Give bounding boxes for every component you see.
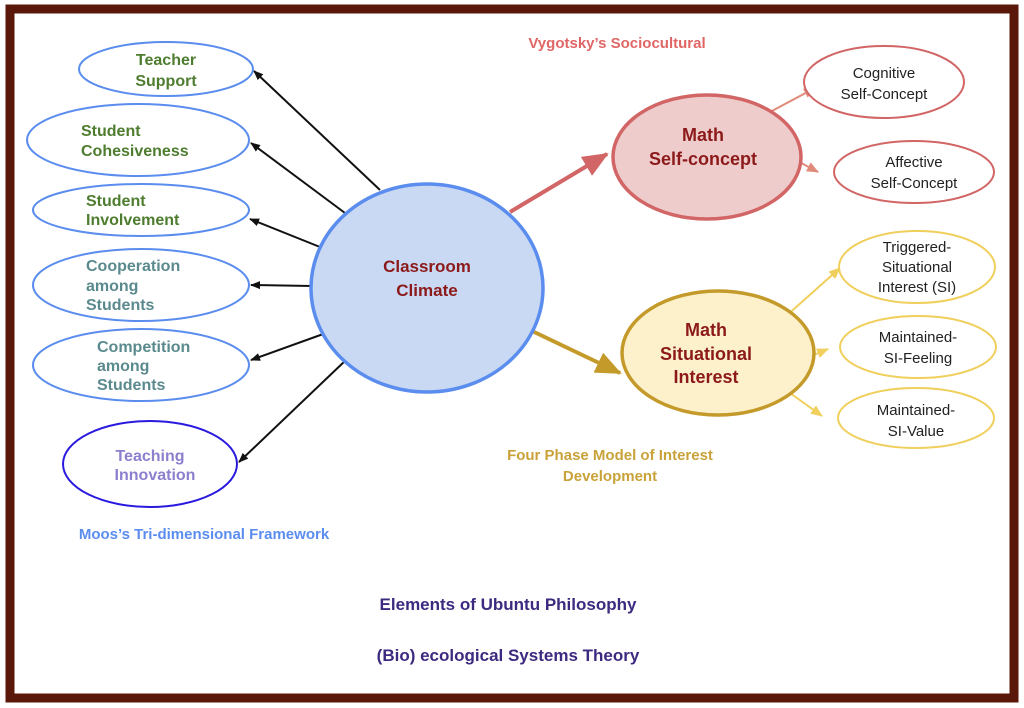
arrow-cooperation [250,281,313,290]
svg-text:Maintained-SI-Value: Maintained-SI-Value [877,402,955,440]
arrow-teaching-innovation [238,359,347,463]
svg-text:Maintained-SI-Feeling: Maintained-SI-Feeling [879,329,957,367]
label-vygotsky: Vygotsky’s Sociocultural [528,35,705,52]
arrow-to-situational-interest [529,328,622,375]
arrow-teacher-support [253,70,381,191]
node-maintained-si-value: Maintained-SI-Value [837,387,995,449]
label-bioecological: (Bio) ecological Systems Theory [377,646,640,665]
arrow-student-cohesiveness [250,142,346,214]
label-ubuntu: Elements of Ubuntu Philosophy [380,595,637,614]
arrow-student-involvement [249,218,321,248]
left-arrows [238,70,381,463]
label-moos: Moos’s Tri-dimensional Framework [79,526,330,543]
node-maintained-si-feeling: Maintained-SI-Feeling [839,315,997,379]
arrow-to-self-concept [508,152,609,214]
arrow-competition [250,332,327,361]
arrow-to-triggered [784,267,841,318]
arrow-to-value [789,392,823,417]
